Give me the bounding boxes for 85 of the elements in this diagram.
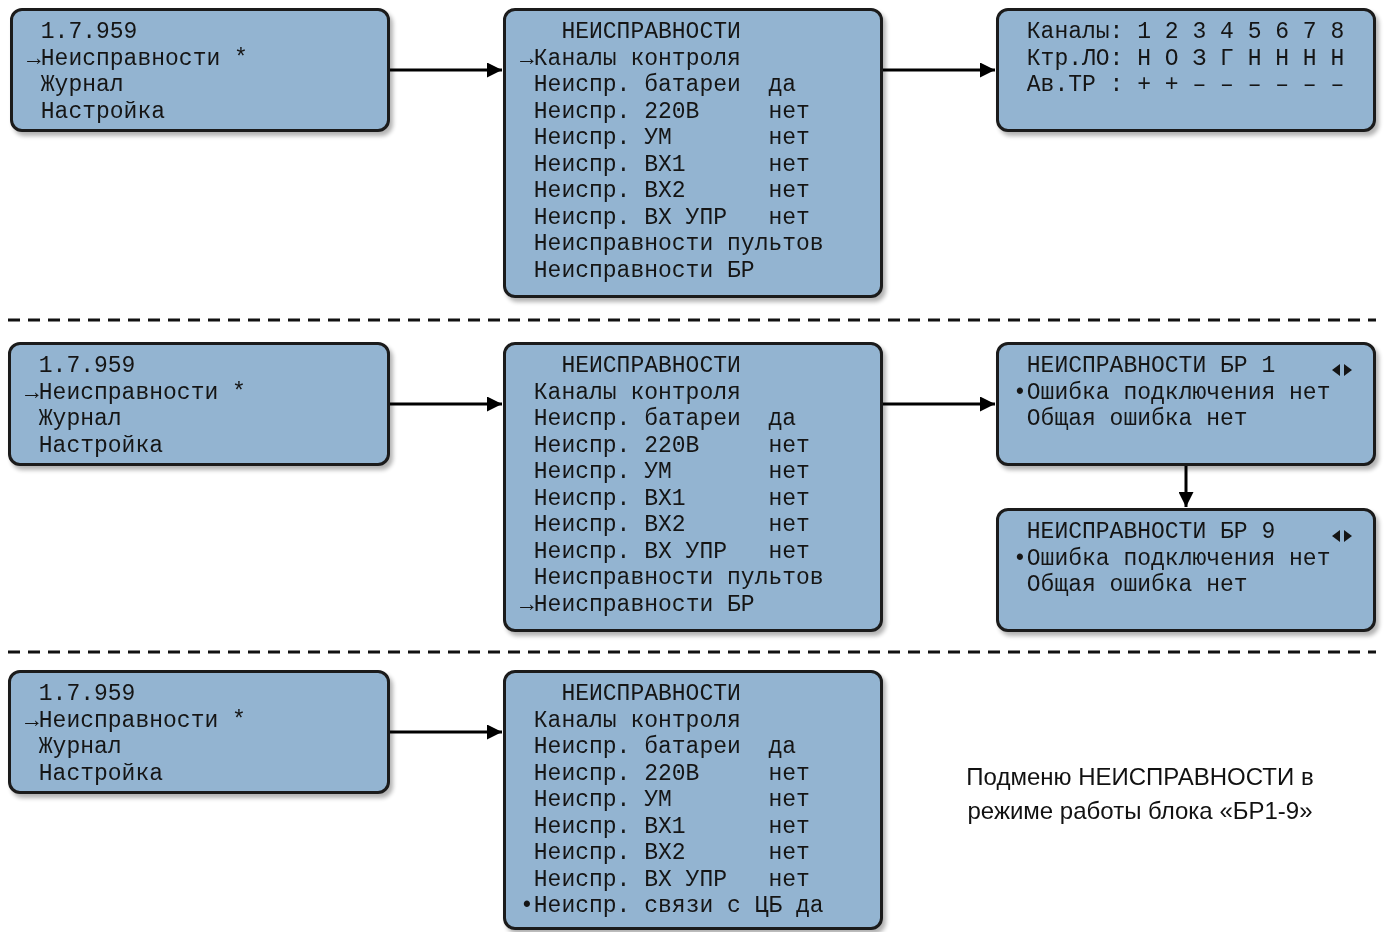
screen-text: Неиспр. ВХ УПР (533, 538, 728, 565)
screen-text: 1.7.959 (40, 19, 138, 45)
screen-text: Неиспр. 220В (533, 432, 700, 459)
screen-text: Неиспр. УМ (533, 459, 672, 485)
screen-value: нет (768, 866, 810, 893)
screen-text: 1.7.959 (38, 353, 136, 379)
screen-text: Неиспр. ВХ1 (533, 485, 686, 512)
screen-text: Журнал (38, 406, 122, 432)
screen-text: →Неисправности БР (520, 591, 755, 618)
screen-text: •Ошибка подключения нет (1013, 379, 1331, 406)
screen-value: нет (768, 787, 810, 813)
screen-text: НЕИСПРАВНОСТИ (561, 19, 741, 45)
screen-value: нет (768, 512, 810, 538)
screen-value: нет (768, 485, 810, 512)
screen-text: →Неисправности * (27, 45, 248, 72)
screen-text: НЕИСПРАВНОСТИ (561, 353, 741, 379)
screen-value: да (796, 893, 824, 919)
arrow (390, 724, 502, 740)
screen-text: Неиспр. батареи (533, 406, 741, 432)
screen-value: нет (768, 538, 810, 565)
lcd-screen (8, 342, 390, 466)
screen-text: Неисправности пультов (533, 231, 824, 257)
screen-text: Каналы: 1 2 3 4 5 6 7 8 (1026, 19, 1345, 45)
lcd-screen (503, 670, 883, 930)
screen-text: Неиспр. ВХ2 (533, 840, 686, 866)
screen-text: Журнал (40, 72, 124, 98)
screen-text: Неиспр. ВХ1 (533, 813, 686, 840)
caption: Подменю НЕИСПРАВНОСТИ в режиме работы блока «БР1-9» (965, 762, 1315, 826)
screen-text: Неиспр. батареи (533, 72, 741, 98)
screen-text: Неиспр. ВХ1 (533, 151, 686, 178)
screen-text: Неиспр. 220В (533, 760, 700, 787)
lcd-screen (503, 8, 883, 298)
lcd-screen (996, 8, 1376, 132)
screen-text: Неиспр. ВХ УПР (533, 866, 728, 893)
screen-text: НЕИСПРАВНОСТИ (561, 681, 741, 707)
screen-text: •Ошибка подключения нет (1013, 545, 1331, 572)
lcd-screen (996, 342, 1376, 466)
screen-text: Неиспр. ВХ2 (533, 512, 686, 538)
screen-text: Настройка (40, 98, 166, 125)
screen-value: нет (768, 178, 810, 204)
screen-value: нет (768, 125, 810, 151)
screen-value: да (768, 72, 796, 98)
screen-text: Неиспр. УМ (533, 125, 672, 151)
screen-text: Неисправности пультов (533, 565, 824, 591)
screen-text: Журнал (38, 734, 122, 760)
arrow (390, 62, 502, 78)
screen-value: нет (768, 760, 810, 787)
screen-value: нет (768, 204, 810, 231)
screen-text: НЕИСПРАВНОСТИ БР 9 (1026, 519, 1276, 545)
screen-text: Неисправности БР (533, 257, 755, 284)
screen-value: нет (768, 151, 810, 178)
screen-text: Неиспр. 220В (533, 98, 700, 125)
screen-text: Общая ошибка нет (1026, 406, 1248, 432)
screen-value: да (768, 734, 796, 760)
screen-value: нет (768, 432, 810, 459)
screen-text: Общая ошибка нет (1026, 572, 1248, 598)
lcd-screen (10, 8, 390, 132)
screen-text: →Неисправности * (25, 379, 246, 406)
arrow (883, 396, 995, 412)
screen-text: НЕИСПРАВНОСТИ БР 1 (1026, 353, 1276, 379)
lcd-screen (996, 508, 1376, 632)
lcd-screen (503, 342, 883, 632)
screen-text: Неиспр. ВХ УПР (533, 204, 728, 231)
arrow (1178, 466, 1194, 507)
screen-text: →Каналы контроля (520, 45, 741, 72)
screen-text: 1.7.959 (38, 681, 136, 707)
screen-value: нет (768, 840, 810, 866)
screen-value: да (768, 406, 796, 432)
screen-text: •Неиспр. связи с ЦБ (520, 893, 783, 919)
screen-text: Неиспр. ВХ2 (533, 178, 686, 204)
screen-text: Неиспр. батареи (533, 734, 741, 760)
screen-text: →Неисправности * (25, 707, 246, 734)
screen-text: Неиспр. УМ (533, 787, 672, 813)
screen-value: нет (768, 813, 810, 840)
screen-text: Ав.ТР : + + – – – – – – (1026, 72, 1345, 98)
screen-text: Каналы контроля (533, 379, 741, 406)
screen-text: Настройка (38, 432, 164, 459)
arrow (883, 62, 995, 78)
arrow (390, 396, 502, 412)
screen-value: нет (768, 98, 810, 125)
screen-text: Настройка (38, 760, 164, 787)
screen-text: Каналы контроля (533, 707, 741, 734)
lcd-screen (8, 670, 390, 794)
screen-text: Ктр.ЛО: Н О З Г Н Н Н Н (1026, 45, 1345, 72)
screen-value: нет (768, 459, 810, 485)
